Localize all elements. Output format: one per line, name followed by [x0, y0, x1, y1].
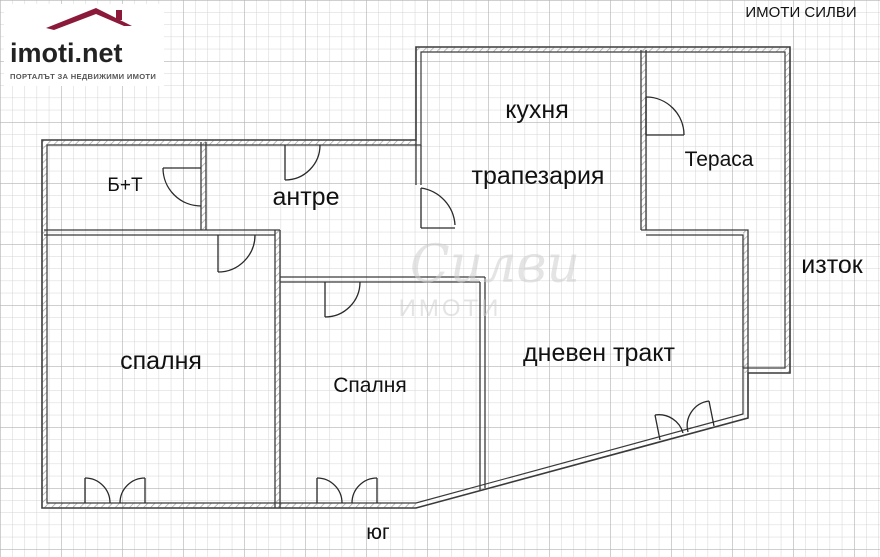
door-bedroom-middle — [324, 281, 361, 318]
compass-east: изток — [801, 251, 864, 279]
watermark-sub: ИМОТИ — [399, 295, 502, 322]
wall-bedroom2-living — [479, 277, 486, 490]
compass-south: юг — [366, 521, 390, 544]
door-balcony-left — [84, 477, 146, 504]
room-label-living: дневен тракт — [523, 339, 675, 367]
wall-hatching — [42, 47, 790, 508]
door-kitchen — [420, 187, 456, 229]
room-label-bedroom-middle: Спалня — [333, 374, 406, 397]
agency-label: ИМОТИ СИЛВИ — [745, 4, 856, 21]
room-label-kitchen: кухня — [505, 96, 569, 124]
door-bedroom-left — [217, 234, 256, 273]
room-label-bath: Б+Т — [107, 175, 143, 196]
door-living — [654, 400, 715, 441]
wall-bath-bedroom — [44, 229, 280, 236]
door-balcony-middle — [316, 477, 378, 504]
door-bath — [162, 167, 202, 207]
room-label-dining: трапезария — [472, 162, 605, 190]
logo-name: imoti.net — [10, 38, 123, 68]
house-roof-icon — [46, 8, 132, 30]
logo-tagline: ПОРТАЛЪТ ЗА НЕДВИЖИМИ ИМОТИ — [10, 72, 156, 81]
room-label-hallway: антре — [273, 183, 340, 211]
door-terrace — [645, 96, 685, 136]
door-hall-top — [284, 144, 321, 181]
house-chimney-icon — [116, 10, 122, 20]
watermark-script: Силви — [410, 235, 580, 295]
room-label-bedroom-left: спалня — [120, 347, 202, 375]
wall-hall-bedroom2 — [280, 276, 485, 283]
room-label-terrace: Тераса — [685, 148, 754, 171]
logo: imoti.net ПОРТАЛЪТ ЗА НЕДВИЖИМИ ИМОТИ — [4, 4, 164, 86]
doors — [84, 96, 715, 504]
wall-hall-kitchen — [415, 140, 422, 185]
